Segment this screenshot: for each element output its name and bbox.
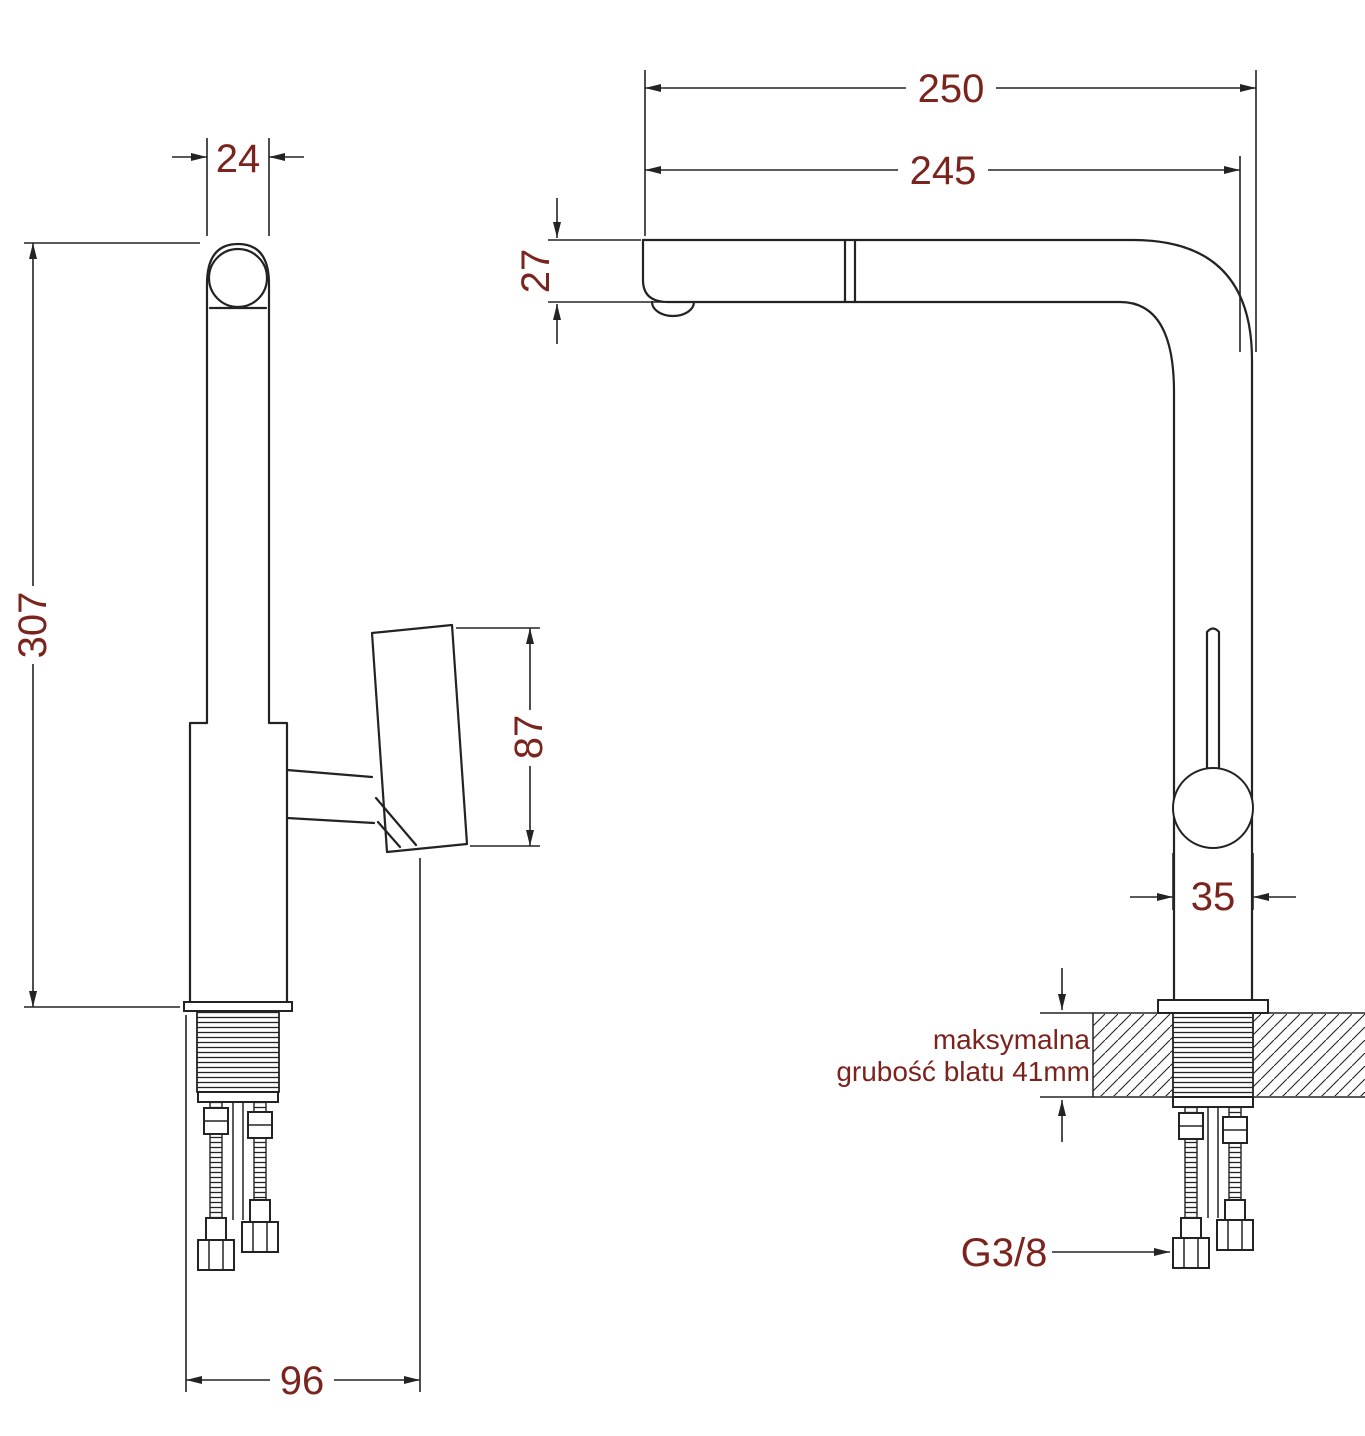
body-outline: [188, 242, 289, 1004]
countertop-thickness-note: maksymalna grubość blatu 41mm: [836, 968, 1090, 1142]
dim-87: 87: [456, 627, 551, 847]
supply-hoses: [1207, 1107, 1219, 1218]
g38-callout: G3/8: [961, 1231, 1170, 1275]
side-view: 24 307 87 96: [11, 137, 551, 1403]
dim-87-label: 87: [507, 715, 551, 760]
pullout-joint: [843, 238, 857, 304]
spout-outline-outer: [641, 238, 1254, 1002]
thread-shank-side: [196, 1010, 280, 1093]
mounting-hardware-side: [197, 1091, 279, 1271]
lever-knob: [1172, 767, 1254, 849]
supply-hoses: [232, 1102, 244, 1220]
note-line1: maksymalna: [933, 1024, 1091, 1055]
mount-collar: [197, 1091, 279, 1103]
lever-handle-side: [285, 623, 469, 854]
spout-head: [207, 247, 269, 309]
dim-250: 250: [644, 66, 1257, 352]
mounting-hardware-front: [1172, 1096, 1254, 1269]
dim-245: 245: [645, 148, 1241, 352]
dim-35-label: 35: [1191, 875, 1236, 919]
dim-250-label: 250: [918, 67, 985, 111]
base-plate: [183, 1001, 293, 1012]
hose-nut: [197, 1239, 235, 1271]
dim-307-label: 307: [11, 592, 55, 659]
dim-96-label: 96: [280, 1359, 325, 1403]
dim-35: 35: [1130, 853, 1296, 919]
countertop-hatch: [1253, 1014, 1365, 1096]
base-flange: [1157, 999, 1269, 1014]
front-view: 250 245 27 35 maksymalna grubość blatu 4…: [514, 66, 1365, 1275]
dim-96: 96: [185, 858, 421, 1403]
mount-collar: [1172, 1096, 1254, 1108]
dim-24: 24: [172, 137, 304, 236]
dim-24-label: 24: [216, 137, 261, 181]
countertop-hatch: [1093, 1014, 1173, 1096]
thread-shank-front: [1172, 1012, 1254, 1098]
note-line2: grubość blatu 41mm: [836, 1056, 1090, 1087]
hose-nut: [1216, 1219, 1254, 1251]
dim-307: 307: [11, 242, 200, 1008]
dim-27: 27: [514, 198, 664, 344]
lever-stick: [1205, 627, 1221, 774]
spout-outline-inner: [641, 238, 1176, 1002]
dim-27-label: 27: [514, 249, 558, 294]
faucet-body-side: [183, 242, 293, 1012]
g38-label: G3/8: [961, 1231, 1048, 1275]
countertop: [1040, 1012, 1365, 1098]
aerator: [650, 300, 696, 318]
hose-nut: [241, 1221, 279, 1253]
hose-nut: [1172, 1237, 1210, 1269]
lever-blade: [370, 623, 469, 854]
dim-245-label: 245: [910, 149, 977, 193]
